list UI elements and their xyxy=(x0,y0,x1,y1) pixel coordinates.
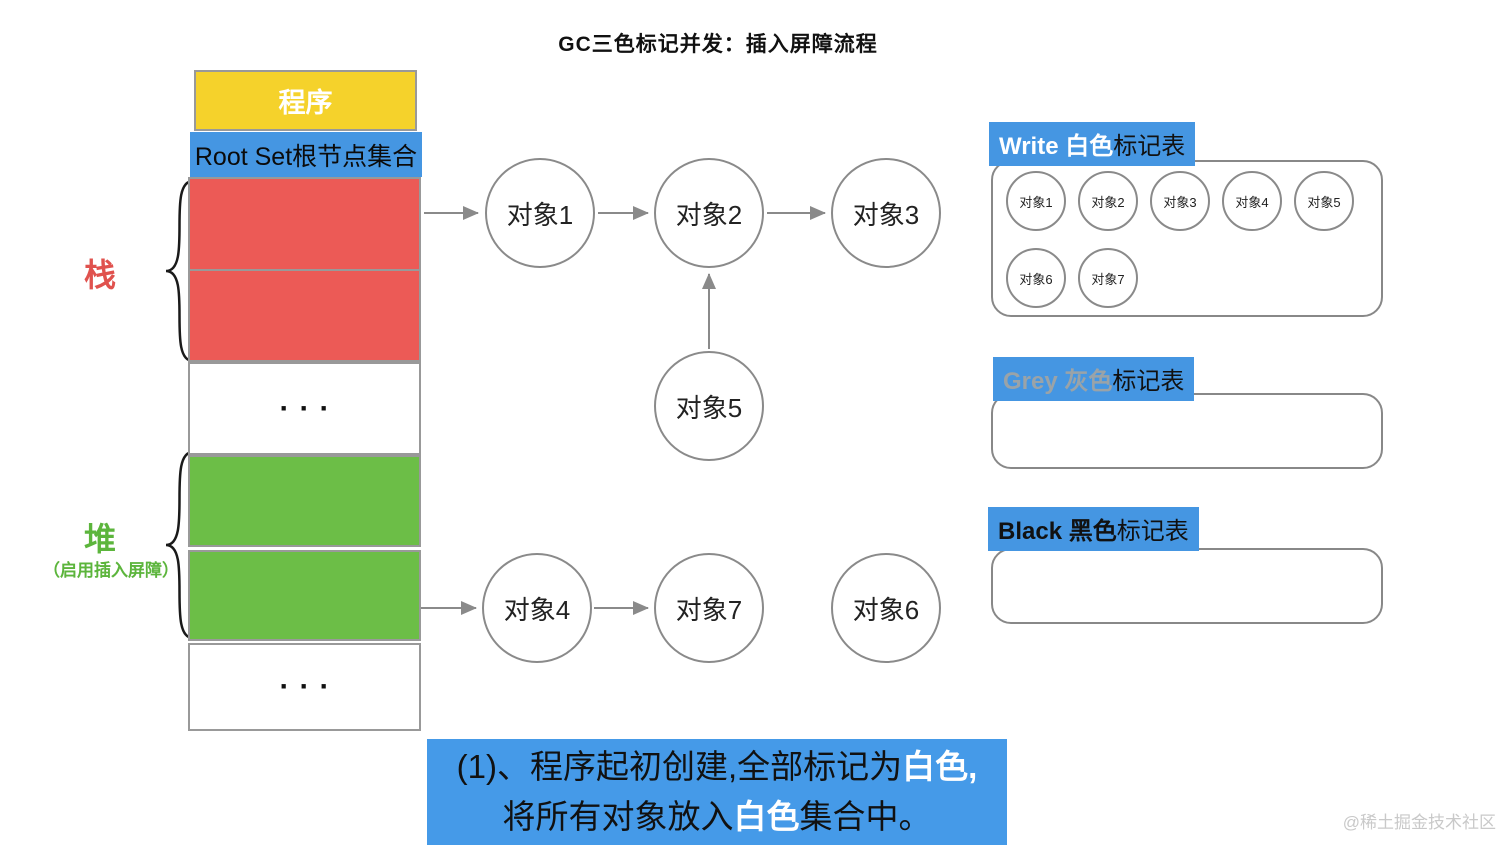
stack-brace-label: 栈 xyxy=(84,257,117,293)
node-obj1: 对象1 xyxy=(485,158,595,268)
grey-table-title-cn: 标记表 xyxy=(1112,368,1185,395)
node-obj6: 对象6 xyxy=(831,553,941,663)
white-table-title: Write 白色标记表 xyxy=(989,122,1196,166)
step-caption: (1)、程序起初创建,全部标记为白色, 将所有对象放入白色集合中。 xyxy=(427,739,1007,845)
watermark: @稀土掘金技术社区 xyxy=(1342,813,1496,832)
node-obj3: 对象3 xyxy=(831,158,941,268)
heap-green-block-1 xyxy=(188,455,421,547)
caption-line2-pre: 将所有对象放入 xyxy=(502,798,734,835)
caption-line2-post: 集合中。 xyxy=(799,798,932,835)
black-table-title: Black 黑色标记表 xyxy=(988,507,1199,551)
stack-block-divider xyxy=(190,269,419,271)
stack-ellipsis-block: ··· xyxy=(188,362,421,455)
caption-line-1: (1)、程序起初创建,全部标记为白色, xyxy=(457,742,978,792)
white-table-item: 对象1 xyxy=(1006,171,1066,231)
diagram-title: GC三色标记并发：插入屏障流程 xyxy=(558,33,878,56)
node-obj5: 对象5 xyxy=(654,351,764,461)
white-table-item: 对象3 xyxy=(1150,171,1210,231)
heap-green-block-2 xyxy=(188,550,421,641)
node-obj7: 对象7 xyxy=(654,553,764,663)
caption-line1-pre: (1)、程序起初创建,全部标记为 xyxy=(456,748,903,785)
ellipsis-dots: ··· xyxy=(279,391,340,425)
black-table-title-cn: 标记表 xyxy=(1116,518,1189,545)
white-table-item: 对象6 xyxy=(1006,248,1066,308)
grey-table-title-en: Grey 灰色 xyxy=(1003,368,1113,395)
caption-line1-highlight: 白色, xyxy=(902,748,978,785)
white-table-item: 对象5 xyxy=(1294,171,1354,231)
node-obj2: 对象2 xyxy=(654,158,764,268)
black-table-box xyxy=(991,548,1383,624)
grey-table-box xyxy=(991,393,1383,469)
white-table-item: 对象4 xyxy=(1222,171,1282,231)
white-table-item: 对象2 xyxy=(1078,171,1138,231)
heap-brace-label: 堆 xyxy=(84,521,117,557)
black-table-title-en: Black 黑色 xyxy=(998,518,1117,545)
heap-barrier-note: （启用插入屏障） xyxy=(43,561,179,580)
caption-line2-highlight: 白色 xyxy=(733,798,800,835)
white-table-item: 对象7 xyxy=(1078,248,1138,308)
caption-line-2: 将所有对象放入白色集合中。 xyxy=(503,792,932,842)
root-set-bar: Root Set根节点集合 xyxy=(190,132,422,177)
white-table-title-en: Write 白色 xyxy=(999,133,1114,160)
grey-table-title: Grey 灰色标记表 xyxy=(993,357,1195,401)
heap-ellipsis-block: ··· xyxy=(188,643,421,731)
white-table-title-cn: 标记表 xyxy=(1113,133,1186,160)
node-obj4: 对象4 xyxy=(482,553,592,663)
program-box: 程序 xyxy=(194,70,417,131)
ellipsis-dots: ··· xyxy=(279,670,340,703)
stack-red-block xyxy=(188,177,421,362)
